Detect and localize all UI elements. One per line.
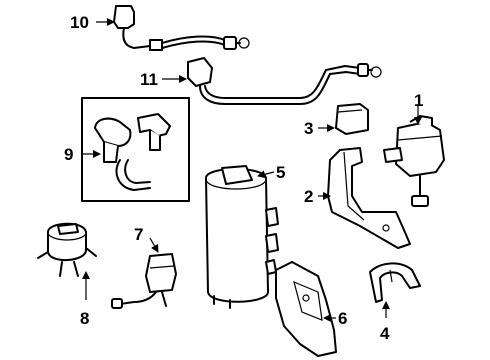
- solenoid-valve: [383, 115, 445, 207]
- heat-shield: [275, 261, 337, 357]
- callout-6: 6: [338, 309, 347, 328]
- mounting-bracket: [327, 147, 411, 249]
- vacuum-fittings-kit: [81, 97, 190, 202]
- vacuum-switch: [111, 253, 177, 309]
- vacuum-hose-lower: [187, 57, 382, 105]
- callout-labels: 10 11 1 3 9 5 2 7 8 6 4: [64, 13, 423, 343]
- leader-lines: [82, 18, 422, 322]
- callout-4: 4: [380, 324, 390, 343]
- callout-10: 10: [70, 13, 89, 32]
- callout-8: 8: [80, 309, 89, 328]
- callout-1: 1: [414, 91, 423, 110]
- callout-11: 11: [140, 70, 158, 89]
- callout-9: 9: [64, 145, 73, 164]
- callout-7: 7: [134, 225, 143, 244]
- rubber-pad: [335, 103, 369, 135]
- callout-3: 3: [304, 119, 313, 138]
- callout-2: 2: [304, 187, 313, 206]
- callout-5: 5: [276, 163, 285, 182]
- retaining-clip: [369, 262, 421, 303]
- charcoal-canister: [205, 165, 279, 309]
- purge-valve: [37, 222, 97, 277]
- vacuum-hose-upper: [113, 5, 250, 51]
